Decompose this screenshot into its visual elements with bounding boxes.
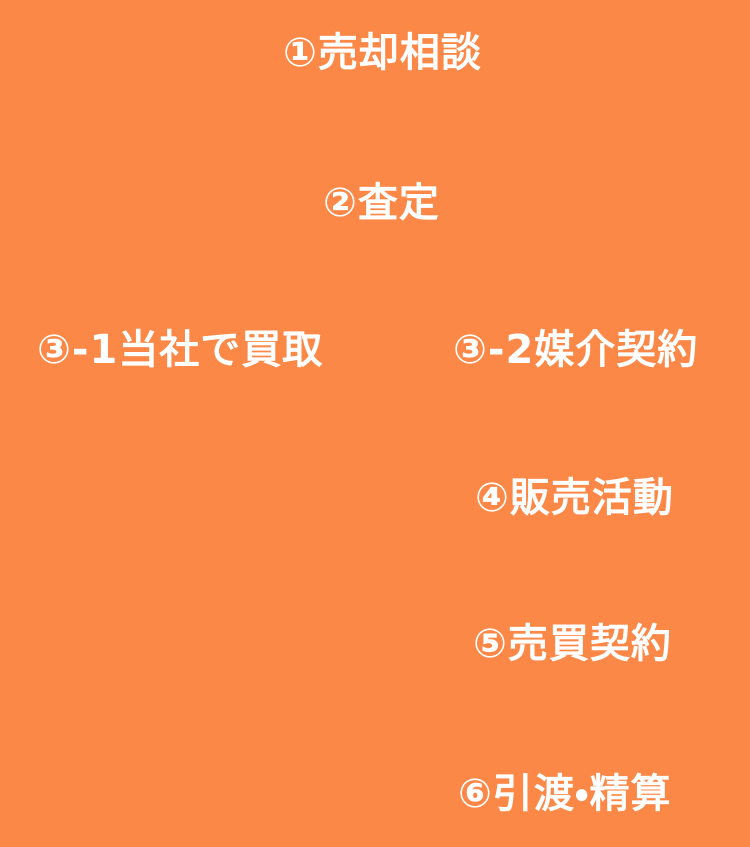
step-2-appraisal-label: ②査定 (323, 180, 440, 226)
step-5-sales-contract-label: ⑤売買契約 (473, 621, 672, 667)
step-1-sale-consultation-label: ①売却相談 (283, 30, 482, 76)
step-4-sales-activity-label: ④販売活動 (475, 475, 674, 521)
step-6-handover-settlement-label: ⑥引渡・精算 (458, 771, 672, 817)
step-3-2-brokerage-contract-label: ③-2媒介契約 (453, 327, 699, 373)
step-3-1-company-purchase-label: ③-1当社で買取 (37, 327, 324, 373)
